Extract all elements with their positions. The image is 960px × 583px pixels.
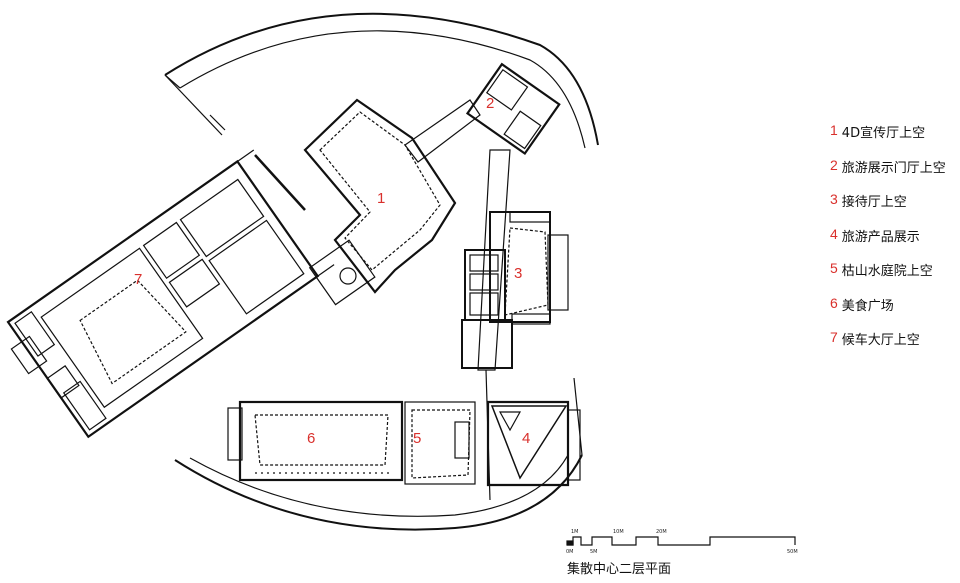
label-1: 1 <box>377 190 385 207</box>
building-7-waiting-hall <box>6 149 335 439</box>
legend-num: 3 <box>830 191 838 207</box>
lower-arc-canopy <box>174 454 583 531</box>
building-1-4d-hall <box>303 98 457 294</box>
label-3: 3 <box>514 265 522 282</box>
building-5-courtyard <box>404 401 476 485</box>
legend-text: 接待厅上空 <box>841 195 907 210</box>
scale-top-20m: 20M <box>656 529 667 535</box>
legend-text: 4D宣传厅上空 <box>841 126 926 141</box>
building-2-tourism-foyer <box>465 62 561 156</box>
label-4: 4 <box>522 430 530 447</box>
scale-bottom-50m: 50M <box>787 549 798 555</box>
label-2: 2 <box>486 95 494 112</box>
scale-top-1m: 1M <box>571 529 579 535</box>
legend-num: 2 <box>830 156 838 173</box>
scale-bottom-0m: 0M <box>566 549 574 555</box>
label-5: 5 <box>413 430 421 447</box>
legend-text: 枯山水庭院上空 <box>841 264 933 279</box>
scale-bar <box>566 536 796 546</box>
legend-text: 旅游产品展示 <box>841 229 920 245</box>
legend-num: 5 <box>830 260 838 276</box>
legend-num: 1 <box>830 122 838 138</box>
building-4-product-display <box>486 400 581 487</box>
scale-top-10m: 10M <box>613 529 624 535</box>
legend-text: 候车大厅上空 <box>841 333 920 348</box>
legend-num: 6 <box>830 294 838 311</box>
legend-num: 7 <box>830 329 838 345</box>
building-6-food-court <box>227 400 404 482</box>
plan-caption: 集散中心二层平面 <box>567 562 672 577</box>
legend-text: 旅游展示门厅上空 <box>841 160 946 176</box>
upper-arc-canopy <box>164 12 599 146</box>
building-3-reception <box>461 211 569 369</box>
scale-bottom-5m: 5M <box>590 549 598 555</box>
legend-num: 4 <box>830 225 838 242</box>
label-6: 6 <box>307 430 315 447</box>
legend-text: 美食广场 <box>841 298 894 314</box>
label-7: 7 <box>134 271 142 288</box>
